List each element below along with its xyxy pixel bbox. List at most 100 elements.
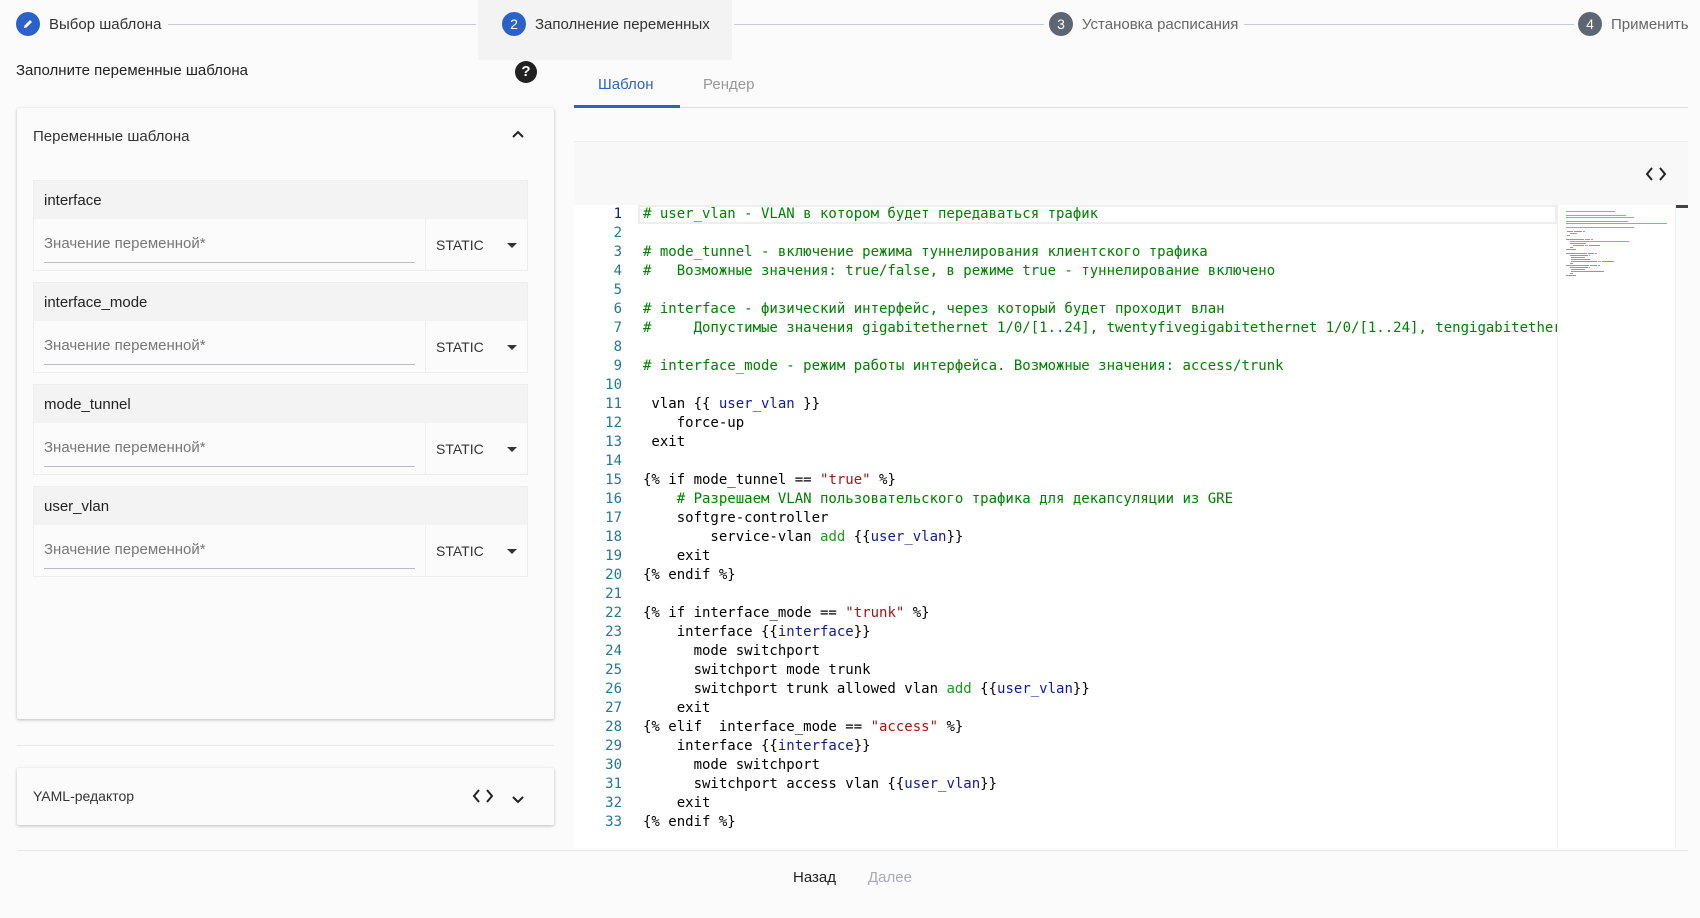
minimap-mark (1569, 273, 1574, 274)
pencil-icon (16, 12, 40, 36)
scrollbar[interactable] (1675, 205, 1688, 848)
step-number: 4 (1578, 12, 1602, 36)
variable-type-select[interactable]: STATIC (425, 321, 527, 373)
active-tab-indicator (574, 105, 680, 108)
code-token: }} (794, 396, 821, 412)
minimap-mark (1602, 261, 1604, 262)
next-button[interactable]: Далее (868, 869, 912, 886)
chevron-down-icon[interactable] (511, 792, 525, 810)
tab-template[interactable]: Шаблон (598, 76, 654, 93)
line-number: 26 (605, 681, 622, 697)
code-token: user_vlan (997, 681, 1073, 697)
minimap-mark (1566, 221, 1629, 222)
minimap-mark (1602, 271, 1604, 272)
code-token: "true" (820, 472, 871, 488)
variable-type-select[interactable]: STATIC (425, 219, 527, 271)
minimap-mark (1593, 271, 1602, 272)
line-number: 17 (605, 510, 622, 526)
code-line: exit (643, 794, 711, 813)
section-title: Заполните переменные шаблона (16, 62, 249, 79)
code-token: switchport trunk allowed vlan (643, 681, 947, 697)
stepper-connector (1244, 24, 1574, 25)
line-number: 1 (613, 206, 622, 222)
code-icon[interactable] (471, 788, 495, 809)
variable-type-value: STATIC (436, 543, 484, 559)
minimap[interactable] (1557, 205, 1675, 848)
code-token: force-up (643, 415, 745, 431)
code-line: mode switchport (643, 642, 820, 661)
variable-type-select[interactable]: STATIC (425, 423, 527, 475)
minimap-mark (1598, 245, 1601, 246)
variable-group: interface_mode Значение переменной* STAT… (33, 282, 528, 373)
yaml-editor-panel[interactable]: YAML-редактор (17, 768, 554, 825)
line-number: 22 (605, 605, 622, 621)
code-token: # Разрешаем VLAN пользовательского трафи… (643, 491, 1234, 507)
variable-value-input[interactable]: Значение переменной* (44, 321, 415, 365)
minimap-mark (1590, 265, 1598, 266)
minimap-mark (1603, 261, 1612, 262)
step-number: 3 (1049, 12, 1073, 36)
line-number: 14 (605, 453, 622, 469)
caret-down-icon (507, 344, 517, 350)
step-3[interactable]: 3 Установка расписания (1049, 10, 1238, 38)
line-number: 32 (605, 795, 622, 811)
code-token: }} (946, 529, 964, 545)
code-token: # Допустимые значения gigabitethernet 1/… (643, 320, 1557, 336)
line-number: 19 (605, 548, 622, 564)
minimap-mark (1566, 231, 1574, 232)
code-icon[interactable] (1644, 166, 1668, 187)
minimap-mark (1566, 227, 1635, 228)
scrollbar-thumb[interactable] (1676, 205, 1688, 208)
step-1[interactable]: Выбор шаблона (16, 10, 161, 38)
line-number: 24 (605, 643, 622, 659)
chevron-up-icon[interactable] (511, 126, 525, 142)
code-line: interface {{interface}} (643, 623, 871, 642)
code-line: {% elif interface_mode == "access" %} (643, 718, 963, 737)
line-number: 21 (605, 586, 622, 602)
footer-divider (17, 850, 1688, 851)
question-circle-icon[interactable]: ? (515, 61, 537, 83)
variable-name: user_vlan (34, 487, 527, 525)
minimap-mark (1588, 245, 1591, 246)
code-line: force-up (643, 414, 744, 433)
minimap-mark (1571, 259, 1591, 260)
caret-down-icon (507, 242, 517, 248)
line-number: 7 (613, 320, 622, 336)
code-line: # interface_mode - режим работы интерфей… (643, 357, 1284, 376)
variable-value-input[interactable]: Значение переменной* (44, 423, 415, 467)
line-number: 27 (605, 700, 622, 716)
code-token: }} (980, 776, 998, 792)
variable-value-input[interactable]: Значение переменной* (44, 219, 415, 263)
step-2[interactable]: 2 Заполнение переменных (502, 10, 710, 38)
variable-value-input[interactable]: Значение переменной* (44, 525, 415, 569)
code-line: mode switchport (643, 756, 820, 775)
code-editor[interactable]: 1# user_vlan - VLAN в котором будет пере… (574, 205, 1557, 848)
variable-type-select[interactable]: STATIC (425, 525, 527, 577)
minimap-mark (1566, 253, 1587, 254)
tab-render[interactable]: Рендер (703, 76, 755, 93)
code-token: user_vlan (870, 529, 947, 545)
line-number: 20 (605, 567, 622, 583)
stepper-connector (734, 24, 1044, 25)
code-line: # mode_tunnel - включение режима туннели… (643, 243, 1208, 262)
minimap-mark (1566, 223, 1667, 224)
minimap-mark (1566, 239, 1584, 240)
code-token: {% elif interface_mode == (643, 719, 871, 735)
code-token: softgre-controller (643, 510, 829, 526)
minimap-mark (1566, 211, 1615, 212)
step-4[interactable]: 4 Применить (1578, 10, 1689, 38)
code-token: # mode_tunnel - включение режима туннели… (643, 244, 1208, 260)
minimap-mark (1569, 267, 1581, 268)
back-button[interactable]: Назад (793, 869, 836, 886)
line-number: 30 (605, 757, 622, 773)
stepper-connector (168, 24, 476, 25)
code-token: exit (643, 548, 711, 564)
minimap-mark (1584, 239, 1591, 240)
line-number: 9 (613, 358, 622, 374)
minimap-mark (1574, 231, 1583, 232)
code-token: {% endif %} (643, 814, 736, 830)
current-line-highlight (638, 205, 1557, 224)
code-token: {% if mode_tunnel == (643, 472, 821, 488)
code-token: switchport access vlan {{ (643, 776, 905, 792)
code-line: # interface - физический интерфейс, чере… (643, 300, 1225, 319)
